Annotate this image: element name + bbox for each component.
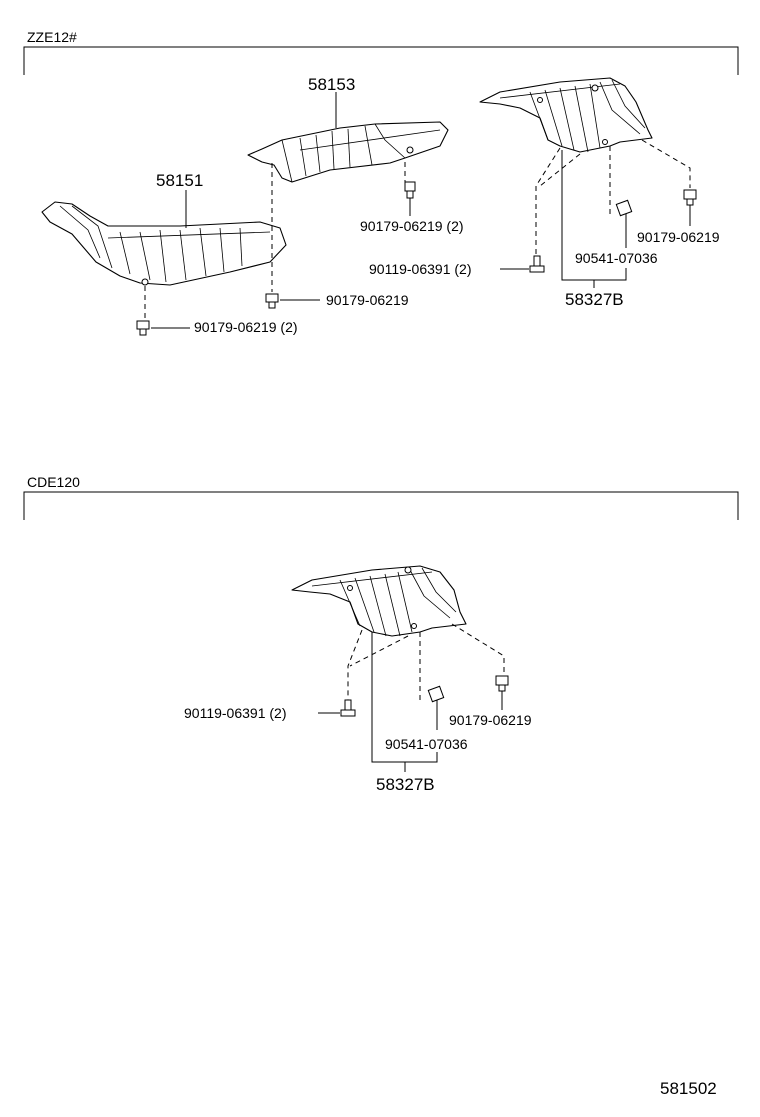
section-cde120: CDE120 90119-06391 (2) <box>23 474 739 794</box>
section-title-cde120: CDE120 <box>27 474 80 490</box>
heat-insulator-58153 <box>247 121 449 183</box>
callout-58151: 58151 <box>156 171 203 190</box>
clip-icon <box>136 320 150 336</box>
callout-assy-s2: 58327B <box>376 775 435 794</box>
callout-bolt-s2: 90119-06391 (2) <box>184 705 286 721</box>
nut-icon <box>615 199 633 217</box>
clip-icon <box>265 293 279 309</box>
heat-insulator-58327b-upper <box>479 77 653 153</box>
section-title-zze12: ZZE12# <box>27 29 77 45</box>
clip-icon <box>683 189 697 206</box>
callout-nut-s2: 90541-07036 <box>385 736 468 752</box>
callout-clip-58153: 90179-06219 (2) <box>360 218 464 234</box>
callout-clip-58151: 90179-06219 (2) <box>194 319 298 335</box>
clip-icon <box>404 181 416 199</box>
callout-clip-right: 90179-06219 <box>326 292 409 308</box>
bolt-icon <box>340 699 356 717</box>
bolt-icon <box>529 255 545 273</box>
heat-insulator-58327b-lower <box>291 565 467 637</box>
callout-assy-s1: 58327B <box>565 290 624 309</box>
callout-bolt-s1: 90119-06391 (2) <box>369 261 471 277</box>
section-bracket-cde120 <box>23 491 739 520</box>
clip-icon <box>495 675 509 692</box>
section-bracket-zze12 <box>23 46 739 75</box>
section-zze12: ZZE12# 58153 <box>23 29 739 336</box>
heat-insulator-58151 <box>41 201 287 286</box>
callout-clip-s2: 90179-06219 <box>449 712 532 728</box>
nut-icon <box>427 685 445 703</box>
callout-58153: 58153 <box>308 75 355 94</box>
diagram-id: 581502 <box>660 1079 717 1098</box>
callout-nut-s1: 90541-07036 <box>575 250 658 266</box>
callout-clip-far-s1: 90179-06219 <box>637 229 720 245</box>
